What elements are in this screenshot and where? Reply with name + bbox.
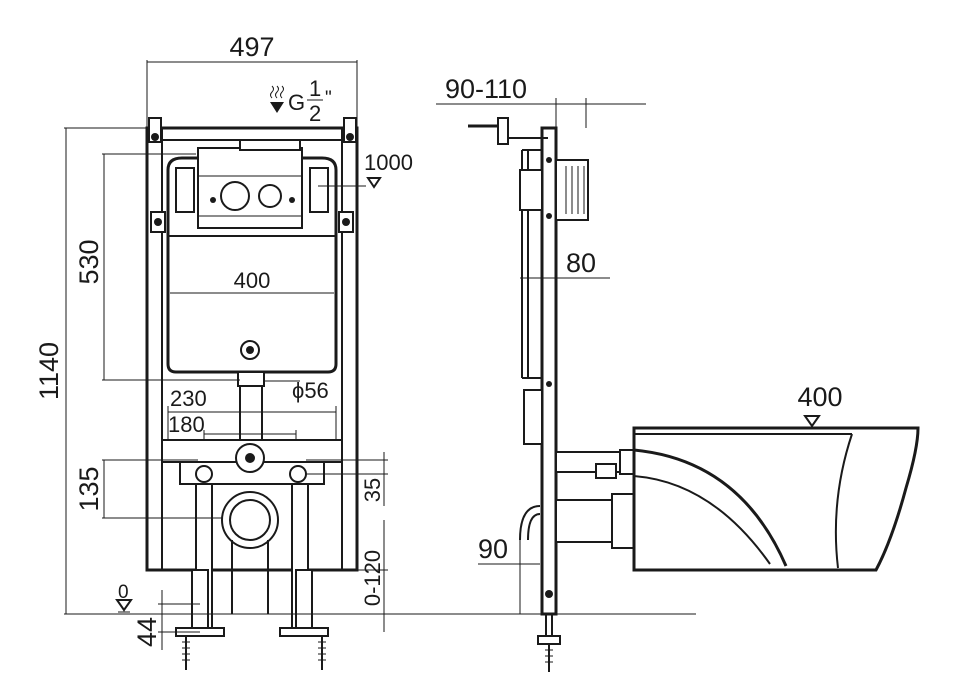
- side-legs: [537, 614, 561, 672]
- dim-depth-range: 90-110: [436, 74, 646, 128]
- frame: [145, 117, 359, 572]
- dim-drain-height: 90: [478, 534, 540, 614]
- frame-depth-label: 80: [566, 248, 596, 278]
- inlet-height-label: 1000: [364, 150, 413, 175]
- inlet-thread-suffix: ": [325, 88, 332, 109]
- front-view: 497 G 1 2 ": [34, 32, 696, 670]
- dim-tank-height: 530: [74, 153, 240, 381]
- bolt-spacing-inner-label: 180: [168, 412, 205, 437]
- side-connections: [519, 449, 635, 549]
- bolt-bar: [161, 439, 343, 485]
- dim-overall-height: 1140: [34, 127, 147, 614]
- wall-bracket: [468, 117, 548, 145]
- left-bolt-icon: [195, 465, 213, 483]
- drain-outlet: [195, 483, 309, 631]
- floor-level-label: 0: [118, 582, 129, 603]
- water-inlet-annotation: G 1 2 ": [270, 76, 332, 126]
- pipe-diameter-label: ϕ56: [292, 378, 329, 403]
- bolt-spacing-outer-label: 230: [170, 386, 207, 411]
- cistern-body: 400: [166, 222, 338, 374]
- dim-overall-width: 497: [146, 32, 358, 128]
- cistern-top: [166, 139, 338, 229]
- arrow-down-icon: [270, 102, 284, 113]
- bolt-offset-label: 35: [360, 478, 385, 502]
- flush-button-small-icon: [258, 184, 282, 208]
- drain-height-label: 90: [478, 534, 508, 564]
- legs: [175, 569, 329, 670]
- flush-button-large-icon: [220, 181, 250, 211]
- dim-bolt-height: 135: [74, 459, 222, 519]
- dim-leg-adjust: 0-120: [342, 520, 388, 632]
- height-overall-label: 1140: [34, 342, 64, 400]
- leg-adjust-label: 0-120: [360, 550, 385, 606]
- dim-frame-depth: 80: [520, 248, 610, 279]
- frame-side: [519, 126, 558, 616]
- inlet-thread-denominator: 2: [309, 101, 321, 126]
- right-bolt-icon: [289, 465, 307, 483]
- depth-range-label: 90-110: [445, 74, 527, 104]
- flush-pipe: ϕ56: [237, 371, 329, 440]
- tank-height-label: 530: [74, 239, 104, 284]
- bolt-height-label: 135: [74, 466, 104, 511]
- toilet-bowl: [632, 426, 920, 572]
- dim-inlet-height: 1000: [318, 150, 413, 189]
- side-view: 90-110 80: [436, 74, 920, 672]
- dim-bolt-spacing: 230 180: [167, 386, 337, 468]
- inlet-thread-prefix: G: [288, 90, 305, 115]
- width-overall-label: 497: [229, 32, 274, 62]
- floor-to-frame-label: 44: [132, 617, 162, 647]
- bowl-height-label: 400: [797, 382, 842, 412]
- dim-floor-level: 0 44: [115, 582, 200, 650]
- water-wave-icon: [270, 85, 284, 99]
- actuator-plate: [555, 159, 589, 221]
- dim-bowl-height: 400: [797, 382, 843, 428]
- tank-width-label: 400: [234, 268, 271, 293]
- inlet-thread-numerator: 1: [309, 76, 321, 101]
- dim-bolt-offset: 35: [306, 452, 388, 506]
